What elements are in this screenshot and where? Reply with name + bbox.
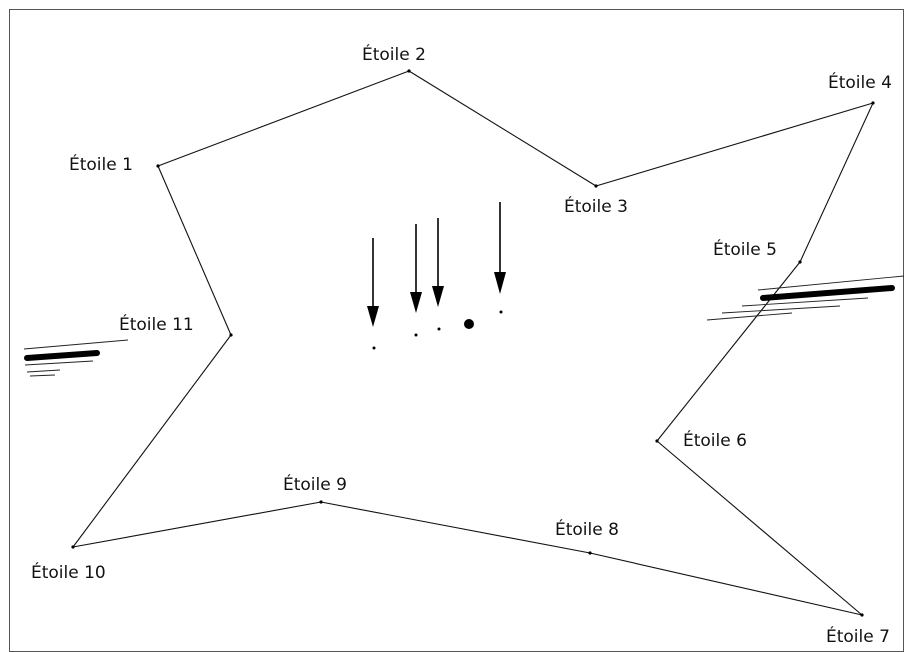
star-label-5: Étoile 5 [713, 238, 777, 260]
right-streak-line-4 [706, 312, 793, 321]
right-streak-line-2 [741, 297, 869, 307]
star-points [71, 69, 875, 617]
edge-6-7 [656, 440, 863, 616]
star-point-10 [71, 545, 75, 549]
edge-9-10 [72, 501, 322, 548]
constellation-edges [72, 70, 874, 616]
left-streak-line-1 [23, 339, 129, 350]
star-label-11: Étoile 11 [119, 313, 194, 335]
falling-dot-1 [372, 346, 376, 350]
arrow-head-1 [367, 306, 379, 327]
falling-dot-2 [414, 333, 418, 337]
diagram-frame [9, 9, 904, 652]
star-label-1: Étoile 1 [69, 153, 133, 175]
star-label-9: Étoile 9 [283, 473, 347, 495]
star-label-4: Étoile 4 [828, 71, 892, 93]
star-point-7 [860, 613, 864, 617]
edge-10-11 [72, 334, 232, 548]
star-point-8 [588, 551, 592, 555]
edge-8-9 [320, 501, 591, 554]
star-label-10: Étoile 10 [31, 561, 106, 583]
star-label-3: Étoile 3 [564, 195, 628, 217]
right-streak-line-3 [721, 305, 841, 314]
arrow-head-4 [494, 272, 506, 294]
arrow-head-3 [432, 286, 444, 307]
star-point-11 [229, 333, 233, 337]
falling-dot-4 [499, 310, 503, 314]
left-streak-bar [24, 350, 100, 361]
edge-5-6 [656, 261, 801, 442]
arrow-head-2 [410, 292, 422, 313]
left-streak [23, 339, 129, 377]
star-point-5 [798, 260, 802, 264]
star-point-6 [655, 439, 659, 443]
edge-2-3 [408, 70, 597, 187]
edge-3-4 [595, 102, 874, 187]
right-streak-bar [760, 285, 895, 301]
right-streak [706, 275, 904, 321]
star-point-1 [156, 164, 160, 168]
left-streak-line-4 [29, 374, 56, 377]
star-point-4 [871, 101, 875, 105]
edge-7-8 [589, 552, 863, 616]
edge-11-1 [157, 165, 232, 336]
falling-objects [367, 202, 506, 350]
falling-dot-3 [437, 327, 441, 331]
edge-1-2 [157, 70, 410, 167]
left-streak-line-3 [26, 369, 61, 373]
star-point-2 [407, 69, 411, 73]
star-label-8: Étoile 8 [555, 518, 619, 540]
star-point-9 [319, 500, 323, 504]
right-streak-line-1 [757, 275, 904, 291]
left-streak-line-2 [24, 360, 94, 366]
star-label-7: Étoile 7 [826, 625, 890, 647]
star-label-6: Étoile 6 [683, 429, 747, 451]
large-dot [464, 319, 474, 329]
star-labels: Étoile 1 Étoile 2 Étoile 3 Étoile 4 Étoi… [31, 43, 892, 647]
edge-4-5 [799, 102, 874, 263]
star-label-2: Étoile 2 [362, 43, 426, 65]
star-point-3 [594, 184, 598, 188]
